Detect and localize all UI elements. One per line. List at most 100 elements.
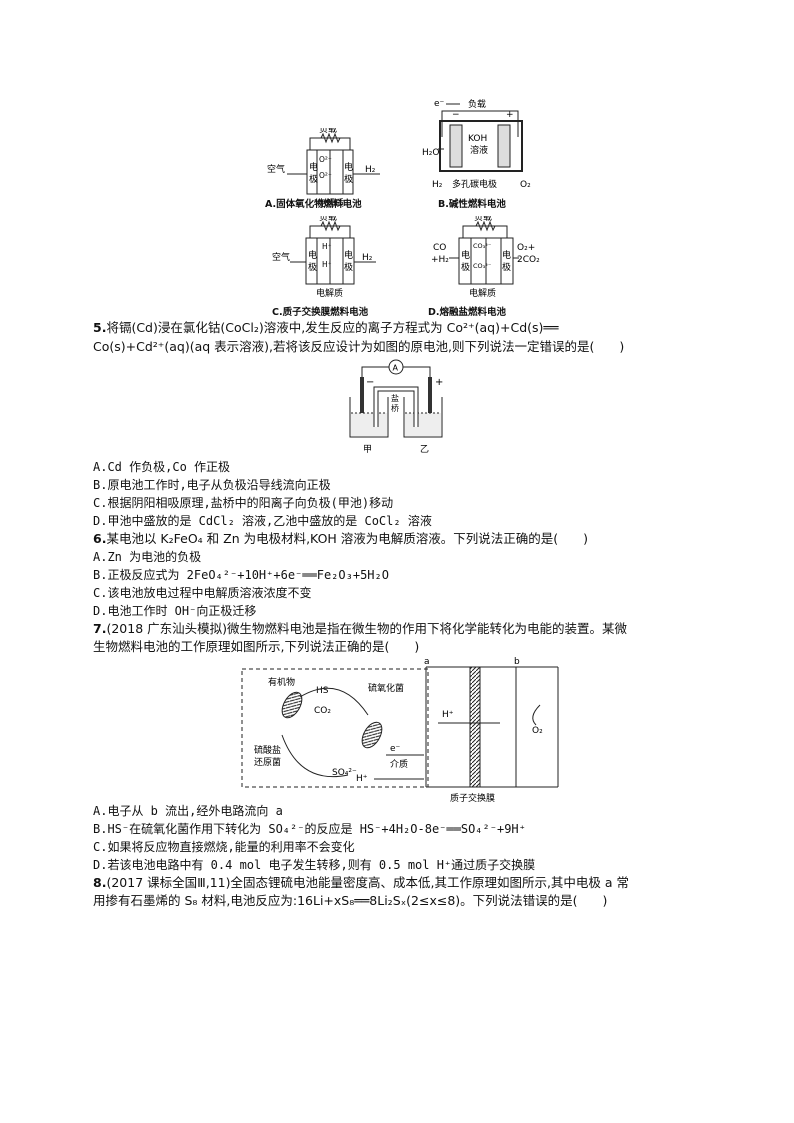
figure-a-caption: A.固体氧化物燃料电池 — [265, 199, 362, 210]
question-text: 某电池以 K₂FeO₄ 和 Zn 为电极材料,KOH 溶液为电解质溶液。下列说法… — [106, 531, 589, 546]
option-a: A.Zn 为电池的负极 — [93, 550, 202, 564]
load-label: 负载 — [319, 128, 337, 135]
electrolyte-label: 电解质 — [317, 197, 344, 209]
question-text: (2017 课标全国Ⅲ,11)全固态锂硫电池能量密度高、成本低,其工作原理如图所… — [106, 875, 630, 890]
ion-label: CO₃²⁻ — [473, 262, 491, 270]
option-d: D.甲池中盛放的是 CdCl₂ 溶液,乙池中盛放的是 CoCl₂ 溶液 — [93, 514, 432, 528]
o2-label: O₂ — [532, 726, 543, 736]
electrode-label: 极 — [461, 261, 470, 273]
ammeter-label: A — [393, 364, 399, 373]
o2-label: O₂ — [520, 180, 531, 190]
question-5-line-1: 5.将镉(Cd)浸在氯化钴(CoCl₂)溶液中,发生反应的离子方程式为 Co²⁺… — [93, 319, 558, 337]
electrode-label: 电 — [308, 249, 317, 261]
fuel-cell-figure-c: 负载 H⁺ H⁺ 电 极 电 极 空气 H₂ 电解质 — [272, 216, 376, 298]
question-8-line-2: 用掺有石墨烯的 S₈ 材料,电池反应为:16Li+xS₈══8Li₂Sₓ(2≤x… — [93, 893, 608, 908]
electrolyte-label: 电解质 — [469, 287, 496, 298]
hs-label: HS⁻ — [316, 686, 333, 696]
question-8-line-1: 8.(2017 课标全国Ⅲ,11)全固态锂硫电池能量密度高、成本低,其工作原理如… — [93, 874, 629, 892]
h2-label: +H₂ — [431, 255, 449, 265]
figure-d-caption: D.熔融盐燃料电池 — [428, 307, 506, 318]
option-a: A.电子从 b 流出,经外电路流向 a — [93, 804, 283, 818]
electrode-label: 极 — [309, 173, 318, 185]
koh-label: KOH — [468, 134, 487, 144]
electrode-label: 极 — [344, 173, 353, 185]
fuel-cell-figure-a: 负载 O²⁻ O²⁻ 电 极 电 极 空气 H₂ 电解质 — [267, 128, 380, 209]
organic-label: 有机物 — [268, 676, 295, 688]
question-number: 8. — [93, 875, 107, 890]
option-c: C.该电池放电过程中电解质溶液浓度不变 — [93, 586, 312, 600]
question-text: (2018 广东汕头模拟)微生物燃料电池是指在微生物的作用下将化学能转化为电能的… — [106, 621, 627, 636]
air-label: 空气 — [272, 251, 290, 263]
h2o-label: H₂O — [422, 148, 439, 158]
h2-label: H₂ — [365, 165, 376, 175]
membrane-label: 质子交换膜 — [450, 792, 495, 804]
question-text: 将镉(Cd)浸在氯化钴(CoCl₂)溶液中,发生反应的离子方程式为 Co²⁺(a… — [106, 320, 559, 335]
fuel-cell-figure-b: e⁻ 负载 − + KOH 溶液 H₂O H₂ 多孔碳电极 O₂ — [422, 98, 531, 190]
co-label: CO — [433, 243, 446, 253]
option-c: C.根据阴阳相吸原理,盐桥中的阳离子向负极(甲池)移动 — [93, 496, 394, 510]
question-number: 5. — [93, 320, 107, 335]
sulfate-label: SO₄²⁻ — [332, 768, 357, 778]
ion-label: O²⁻ — [319, 155, 332, 164]
ion-label: CO₃²⁻ — [473, 242, 491, 250]
proton-label: H⁺ — [356, 774, 368, 784]
co2-label: CO₂ — [314, 706, 331, 716]
electrode-label: 极 — [502, 261, 511, 273]
figure-b-caption: B.碱性燃料电池 — [438, 199, 506, 210]
h2-label: H₂ — [362, 253, 373, 263]
electrode-label: 电 — [344, 249, 353, 261]
option-b: B.HS⁻在硫氧化菌作用下转化为 SO₄²⁻的反应是 HS⁻+4H₂O-8e⁻═… — [93, 822, 526, 836]
electron-label: e⁻ — [434, 99, 445, 109]
electrode-label: 电 — [344, 161, 353, 173]
electrode-label: 电 — [309, 161, 318, 173]
question-number: 6. — [93, 531, 107, 546]
co2-label: 2CO₂ — [517, 255, 540, 265]
load-label: 负载 — [319, 216, 337, 223]
microbial-fuel-cell-figure: a b 有机物 HS⁻ CO₂ 硫氧化菌 硫酸盐 还原菌 SO₄²⁻ e⁻ 介质… — [241, 657, 559, 804]
question-7-line-2: 生物燃料电池的工作原理如图所示,下列说法正确的是( ) — [93, 639, 420, 654]
proton-label: H⁺ — [442, 710, 454, 720]
medium-label: 介质 — [390, 758, 408, 770]
question-7-line-1: 7.(2018 广东汕头模拟)微生物燃料电池是指在微生物的作用下将化学能转化为电… — [93, 620, 627, 638]
option-c: C.如果将反应物直接燃烧,能量的利用率不会变化 — [93, 840, 355, 854]
solution-label: 溶液 — [470, 144, 488, 156]
question-5-line-2: Co(s)+Cd²⁺(aq)(aq 表示溶液),若将该反应设计为如图的原电池,则… — [93, 339, 625, 354]
minus-sign: − — [452, 110, 460, 120]
fuel-cell-figure-d: 负载 CO₃²⁻ CO₃²⁻ 电 极 电 极 CO +H₂ O₂+ 2CO₂ 电… — [431, 216, 540, 298]
porous-electrode-label: 多孔碳电极 — [452, 178, 497, 190]
option-d: D.电池工作时 OH⁻向正极迁移 — [93, 604, 257, 618]
option-d: D.若该电池电路中有 0.4 mol 电子发生转移,则有 0.5 mol H⁺通… — [93, 858, 536, 872]
load-label: 负载 — [468, 98, 486, 110]
salt-bridge-label: 盐 — [391, 393, 399, 403]
ion-label: O²⁻ — [319, 171, 332, 180]
air-label: 空气 — [267, 163, 285, 175]
electrode-b-label: b — [514, 657, 520, 667]
sulfate-reducing-bacteria-label: 硫酸盐 — [254, 744, 281, 756]
option-b: B.正极反应式为 2FeO₄²⁻+10H⁺+6e⁻══Fe₂O₃+5H₂O — [93, 568, 389, 582]
question-number: 7. — [93, 621, 107, 636]
electrode-label: 电 — [502, 249, 511, 261]
plus-sign: + — [435, 377, 443, 388]
load-label: 负载 — [474, 216, 492, 223]
salt-bridge-label: 桥 — [391, 403, 399, 413]
question-6-stem: 6.某电池以 K₂FeO₄ 和 Zn 为电极材料,KOH 溶液为电解质溶液。下列… — [93, 530, 588, 548]
electrode-a-label: a — [424, 657, 430, 667]
plus-sign: + — [506, 110, 514, 120]
sulfur-oxidizing-bacteria-label: 硫氧化菌 — [368, 682, 404, 694]
minus-sign: − — [366, 377, 374, 388]
ion-label: H⁺ — [322, 260, 332, 269]
cell-right-label: 乙 — [420, 444, 429, 455]
electrode-label: 极 — [344, 261, 353, 273]
o2-label: O₂+ — [517, 243, 535, 253]
galvanic-cell-figure: A − + 盐 桥 甲 乙 — [349, 359, 443, 455]
electrolyte-label: 电解质 — [316, 287, 343, 298]
cell-left-label: 甲 — [363, 444, 372, 455]
ion-label: H⁺ — [322, 242, 332, 251]
electron-label: e⁻ — [390, 744, 401, 754]
h2-label: H₂ — [432, 180, 443, 190]
sulfate-reducing-bacteria-label: 还原菌 — [254, 756, 281, 768]
electrode-label: 电 — [461, 249, 470, 261]
electrode-label: 极 — [308, 261, 317, 273]
option-b: B.原电池工作时,电子从负极沿导线流向正极 — [93, 478, 331, 492]
